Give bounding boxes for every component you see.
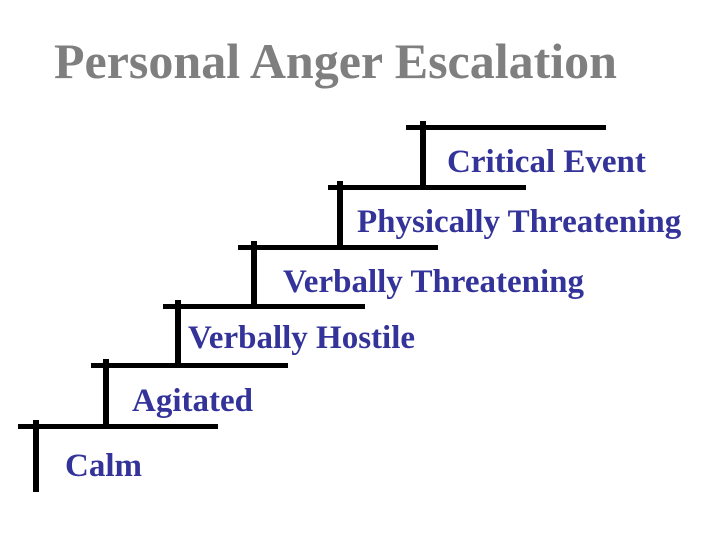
- step-riser-line: [33, 420, 39, 492]
- step-tread-line: [163, 304, 365, 309]
- slide-title: Personal Anger Escalation: [54, 33, 617, 89]
- step-tread-line: [18, 424, 218, 429]
- step-riser-line: [251, 241, 257, 309]
- step-tread-line: [238, 245, 438, 250]
- step-label: Verbally Hostile: [188, 320, 416, 356]
- step-tread-line: [328, 185, 526, 190]
- step-tread-line: [91, 363, 288, 368]
- step-label: Verbally Threatening: [283, 264, 585, 300]
- step-label: Calm: [65, 448, 142, 484]
- step-riser-line: [337, 181, 343, 250]
- step-label: Physically Threatening: [357, 204, 682, 240]
- step-label: Agitated: [132, 383, 253, 419]
- step-tread-line: [406, 125, 606, 130]
- step-riser-line: [420, 121, 426, 190]
- step-riser-line: [175, 300, 181, 368]
- step-riser-line: [103, 359, 109, 429]
- step-label: Critical Event: [447, 144, 646, 180]
